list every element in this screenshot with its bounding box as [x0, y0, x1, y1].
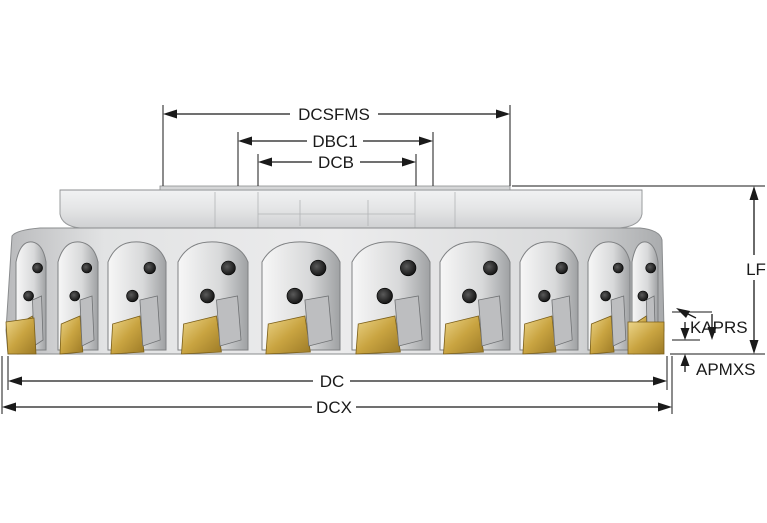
insert-screw	[286, 287, 303, 305]
insert-screw	[23, 290, 34, 302]
clamp-screw	[555, 261, 568, 275]
clamp-screw	[81, 262, 93, 274]
label-lf: LF	[746, 260, 766, 279]
insert-pocket	[107, 241, 167, 355]
insert-screw	[200, 288, 215, 304]
insert-pocket	[351, 241, 431, 355]
carbide-insert	[627, 321, 665, 355]
wedge-clamp	[610, 295, 627, 347]
carbide-insert	[5, 317, 37, 355]
insert-pocket	[587, 241, 631, 355]
wedge-clamp	[216, 295, 242, 347]
carbide-insert	[589, 315, 615, 355]
insert-pocket	[57, 241, 99, 355]
wedge-clamp	[551, 295, 573, 347]
insert-pockets	[5, 241, 665, 355]
carbide-insert	[265, 315, 311, 355]
insert-pocket	[519, 241, 579, 355]
carbide-insert	[522, 315, 557, 355]
clamp-screw	[310, 259, 327, 277]
label-apmxs: APMXS	[696, 360, 756, 379]
dim-dc: DC	[7, 356, 668, 391]
insert-screw	[69, 290, 81, 302]
label-kaprs: KAPRS	[690, 318, 748, 337]
insert-screw	[637, 290, 649, 302]
insert-screw	[538, 289, 551, 303]
insert-screw	[462, 288, 477, 304]
dim-apmxs: APMXS	[672, 322, 756, 379]
wedge-clamp	[478, 295, 504, 347]
clamp-screw	[143, 261, 156, 275]
insert-screw	[376, 287, 393, 305]
label-dcb: DCB	[318, 153, 354, 172]
carbide-insert	[181, 315, 222, 355]
carbide-insert	[110, 315, 145, 355]
label-dbc1: DBC1	[312, 132, 357, 151]
dim-dcx: DCX	[1, 356, 673, 417]
dim-kaprs: KAPRS	[672, 308, 748, 340]
carbide-insert	[59, 315, 84, 355]
wedge-clamp	[304, 295, 333, 347]
dim-dcb: DCB	[257, 153, 417, 186]
dim-lf: LF	[512, 185, 766, 355]
wedge-clamp	[139, 295, 161, 347]
insert-screw	[126, 289, 139, 303]
clamp-screw	[32, 262, 43, 274]
clamp-screw	[645, 262, 657, 274]
dim-dbc1: DBC1	[237, 132, 434, 186]
insert-pocket	[261, 241, 341, 355]
clamp-screw	[612, 262, 624, 274]
carbide-insert	[355, 315, 401, 355]
label-dcsfms: DCSFMS	[298, 105, 370, 124]
cutter-top-flange	[59, 189, 643, 229]
carbide-insert	[443, 315, 484, 355]
wedge-clamp	[394, 295, 423, 347]
clamp-screw	[483, 260, 498, 276]
dim-dcsfms: DCSFMS	[162, 105, 511, 186]
clamp-screw	[221, 260, 236, 276]
insert-pocket	[439, 241, 511, 355]
label-dc: DC	[320, 372, 345, 391]
dimensions: DCSFMS DBC1 DCB	[1, 105, 766, 417]
insert-pocket	[177, 241, 249, 355]
clamp-screw	[400, 259, 417, 277]
insert-screw	[600, 290, 611, 302]
wedge-clamp	[79, 295, 95, 347]
label-dcx: DCX	[316, 398, 352, 417]
